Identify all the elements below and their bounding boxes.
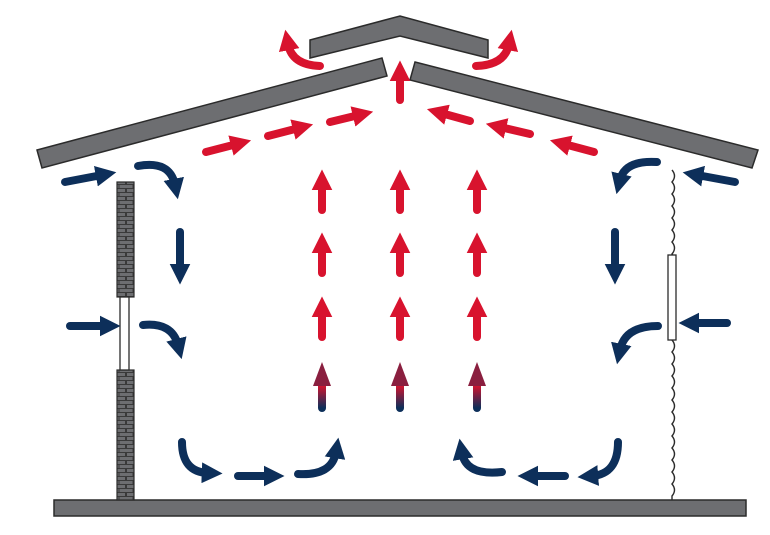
cool-air-arrow-icon [139,320,187,360]
brick-wall-upper [116,181,135,298]
roof-left [36,57,388,169]
cool-air-arrow-icon [611,322,662,365]
cool-air-flow [61,157,739,487]
window-left [119,296,130,371]
cool-air-arrow-icon [452,438,506,477]
siding-wall-right [671,169,676,500]
brick-wall-lower [116,369,135,501]
ridge-cap [309,15,489,59]
warm-air-arrow-icon [426,104,474,125]
warm-air-arrow-icon [278,29,324,70]
warm-air-arrow-icon [468,362,486,386]
floor-slab [53,499,747,517]
warm-air-arrow-icon [391,362,409,386]
warm-air-arrow-icon [472,29,519,70]
house-structure [36,15,759,517]
cool-air-arrow-icon [577,438,622,486]
warm-air-flow [202,29,598,341]
warm-air-arrow-icon [264,119,314,140]
window-right [667,254,677,341]
warm-air-arrow-icon [313,362,331,386]
cool-air-arrow-icon [178,438,223,484]
warm-air-arrow-icon [549,135,598,156]
cool-air-arrow-icon [134,160,184,200]
cool-air-arrow-icon [61,165,117,187]
warm-air-arrow-icon [485,118,534,139]
cool-air-arrow-icon [294,437,346,479]
warm-air-arrow-icon [326,106,374,127]
warm-air-arrow-icon [202,135,252,156]
roof-right [409,61,759,169]
cool-air-arrow-icon [682,165,739,187]
transition-flow [313,362,486,412]
cool-air-arrow-icon [611,157,661,195]
